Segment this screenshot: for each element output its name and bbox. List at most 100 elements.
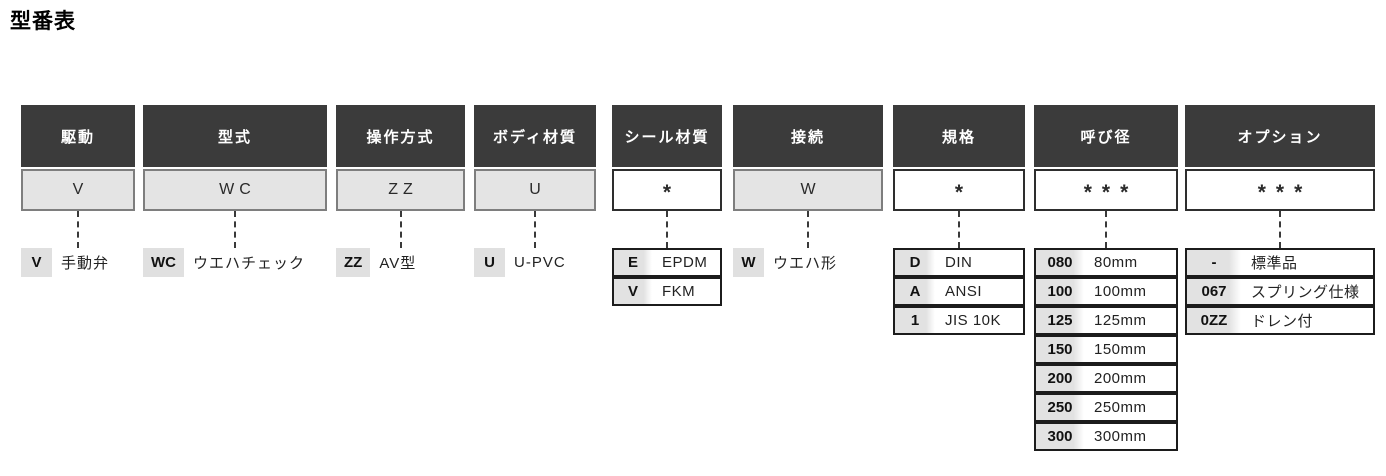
option-row: 125 125mm	[1034, 306, 1178, 335]
option-code: 150	[1036, 337, 1084, 362]
segment-value: V	[21, 169, 135, 211]
connector-dashed-line	[666, 211, 668, 248]
option-code: V	[21, 248, 52, 277]
segment-value-text: *	[954, 181, 974, 204]
segment-header: オプション	[1185, 105, 1375, 167]
option-code: A	[895, 279, 935, 304]
option-label: DIN	[945, 254, 973, 271]
option-row: D DIN	[893, 248, 1025, 277]
option-label: U-PVC	[514, 254, 566, 271]
option-label: 100mm	[1094, 283, 1147, 300]
option-row: 250 250mm	[1034, 393, 1178, 422]
page-title: 型番表	[10, 10, 76, 33]
option-label: AV型	[379, 255, 417, 272]
option-code: 100	[1036, 279, 1084, 304]
option-code: 125	[1036, 308, 1084, 333]
segment-value-text: U	[529, 181, 546, 198]
option-entry: U U-PVC	[474, 248, 596, 277]
option-row: V FKM	[612, 277, 722, 306]
connector-dashed-line	[958, 211, 960, 248]
option-row: 150 150mm	[1034, 335, 1178, 364]
segment-options-legend: W ウエハ形	[733, 248, 883, 277]
connector-dashed-line	[1105, 211, 1107, 248]
option-code: U	[474, 248, 505, 277]
segment-header: 接続	[733, 105, 883, 167]
segment-value-text: WC	[219, 181, 256, 198]
option-code: 067	[1187, 279, 1241, 304]
segment-header: 型式	[143, 105, 327, 167]
option-code: 300	[1036, 424, 1084, 449]
segment-options-legend: ZZ AV型	[336, 248, 465, 277]
option-code: W	[733, 248, 764, 277]
segment-header: 規格	[893, 105, 1025, 167]
option-label: FKM	[662, 283, 696, 300]
option-code: D	[895, 250, 935, 275]
option-row: 067 スプリング仕様	[1185, 277, 1375, 306]
connector-dashed-line	[534, 211, 536, 248]
option-code: 1	[895, 308, 935, 333]
option-label: 200mm	[1094, 370, 1147, 387]
segment-options-legend: U U-PVC	[474, 248, 596, 277]
segment-value: W	[733, 169, 883, 211]
option-label: EPDM	[662, 254, 708, 271]
option-label: 125mm	[1094, 312, 1147, 329]
option-label: スプリング仕様	[1251, 284, 1360, 301]
option-row: 0ZZ ドレン付	[1185, 306, 1375, 335]
option-label: ドレン付	[1251, 313, 1314, 330]
option-label: JIS 10K	[945, 312, 1002, 329]
segment-header: 呼び径	[1034, 105, 1178, 167]
option-entry: W ウエハ形	[733, 248, 883, 277]
segment-header: ボディ材質	[474, 105, 596, 167]
option-code: 0ZZ	[1187, 308, 1241, 333]
option-code: 200	[1036, 366, 1084, 391]
segment-value-text: ZZ	[388, 181, 418, 198]
option-label: 250mm	[1094, 399, 1147, 416]
option-code: -	[1187, 250, 1241, 275]
segment-value-wildcard: *	[612, 169, 722, 211]
segment-value-text: ***	[1083, 181, 1139, 204]
option-label: 150mm	[1094, 341, 1147, 358]
option-entry: ZZ AV型	[336, 248, 465, 277]
option-label: 標準品	[1251, 255, 1298, 272]
segment-value: ZZ	[336, 169, 465, 211]
segment-value-text: V	[72, 181, 89, 198]
segment-value-wildcard: ***	[1185, 169, 1375, 211]
segment-value: U	[474, 169, 596, 211]
option-row: 200 200mm	[1034, 364, 1178, 393]
option-row: 1 JIS 10K	[893, 306, 1025, 335]
option-code: ZZ	[336, 248, 371, 277]
segment-value-wildcard: *	[893, 169, 1025, 211]
option-row: 300 300mm	[1034, 422, 1178, 451]
code-segment-column: 操作方式 ZZ ZZ AV型	[336, 105, 465, 277]
segment-value: WC	[143, 169, 327, 211]
option-label: 300mm	[1094, 428, 1147, 445]
option-code: 250	[1036, 395, 1084, 420]
option-row: -標準品	[1185, 248, 1375, 277]
option-code: V	[614, 279, 652, 304]
connector-dashed-line	[1279, 211, 1281, 248]
segment-value-text: W	[800, 181, 821, 198]
segment-header: 操作方式	[336, 105, 465, 167]
code-segment-column: 接続 W W ウエハ形	[733, 105, 883, 277]
option-label: 手動弁	[61, 255, 110, 272]
segment-value-text: ***	[1257, 181, 1313, 204]
option-label: ウエハ形	[773, 255, 838, 272]
connector-dashed-line	[399, 211, 402, 248]
